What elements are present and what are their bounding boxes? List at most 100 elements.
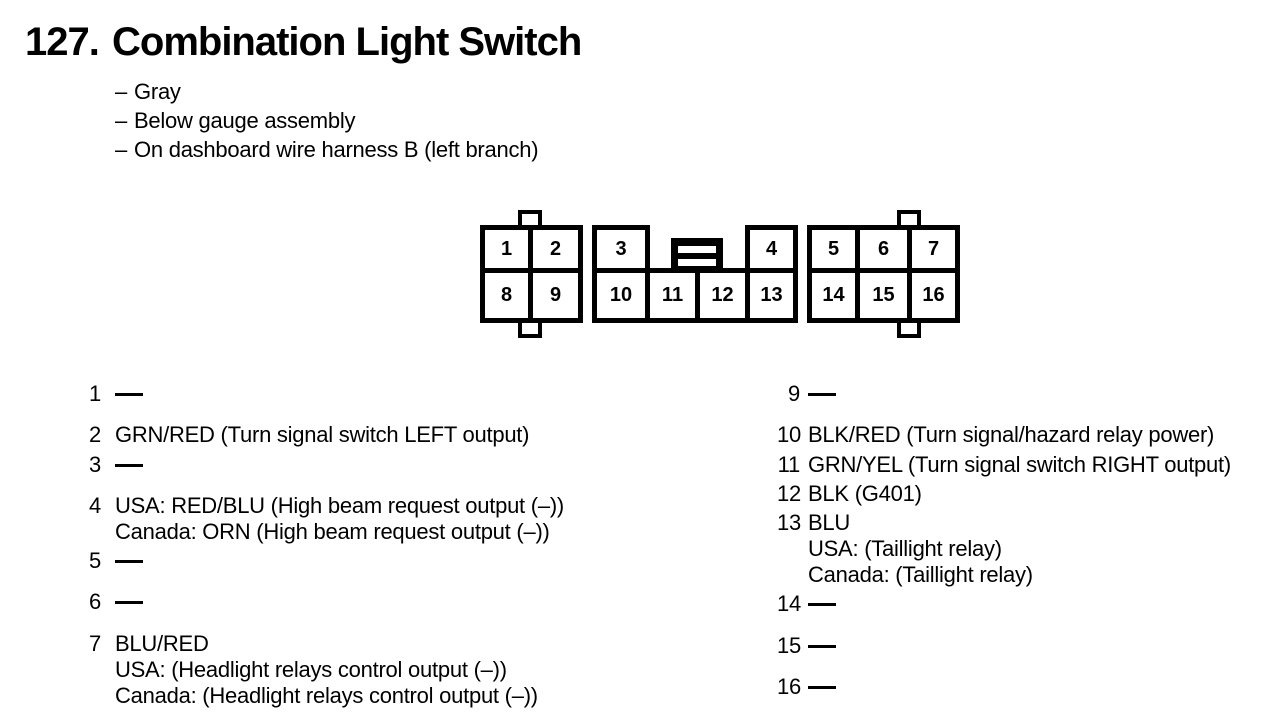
pin-number: 2 xyxy=(89,422,101,448)
no-connection-dash xyxy=(115,463,143,467)
wire-label: BLU xyxy=(808,510,851,536)
page-title: Combination Light Switch xyxy=(112,20,582,64)
latch-slot xyxy=(678,246,716,253)
connector-pin-cell-2: 2 xyxy=(528,225,583,273)
section-number: 127. xyxy=(25,20,100,64)
pin-description xyxy=(115,452,143,490)
no-connection-dash xyxy=(115,560,143,564)
no-connection-dash xyxy=(115,393,143,396)
note-line: –Below gauge assembly xyxy=(115,106,538,135)
pin-number: 1 xyxy=(89,381,101,406)
pin-number: 7 xyxy=(89,630,101,656)
note-line: –On dashboard wire harness B (left branc… xyxy=(115,135,539,164)
connector-pin-cell-15: 15 xyxy=(855,268,912,323)
wire-label: BLU/RED xyxy=(115,630,209,656)
pin-description xyxy=(808,591,836,629)
latch-slot xyxy=(678,259,716,266)
wire-label: Canada: (Headlight relays control output… xyxy=(115,682,538,708)
pin-row: 14 xyxy=(777,591,1231,629)
pin-number: 6 xyxy=(89,589,101,615)
note-text: On dashboard wire harness B (left branch… xyxy=(134,137,539,162)
pin-row: 5 xyxy=(88,548,564,586)
pin-number: 10 xyxy=(777,422,801,448)
pin-row: 1 xyxy=(88,381,564,419)
no-connection-line xyxy=(115,393,143,419)
connector-pin-cell-10: 10 xyxy=(592,268,650,323)
pin-row: 10 BLK/RED (Turn signal/hazard relay powe… xyxy=(777,422,1231,448)
pin-number: 4 xyxy=(89,492,101,518)
no-connection-line xyxy=(115,560,143,586)
no-connection-dash xyxy=(808,603,836,607)
connector-pin-cell-1: 1 xyxy=(480,225,533,273)
wire-label: Canada: ORN (High beam request output (–… xyxy=(115,518,550,544)
wire-label: USA: (Taillight relay) xyxy=(808,536,1002,562)
pin-description xyxy=(808,633,836,671)
wire-label: BLK (G401) xyxy=(808,480,922,506)
pin-row: 6 xyxy=(88,589,564,627)
note-text: Gray xyxy=(134,79,181,104)
pin-row: 16 xyxy=(777,674,1231,712)
dash-marker: – xyxy=(115,108,127,133)
connector-pin-cell-14: 14 xyxy=(807,268,860,323)
pin-description xyxy=(115,548,143,586)
wire-label: GRN/RED (Turn signal switch LEFT output) xyxy=(115,422,530,448)
connector-pin-cell-12: 12 xyxy=(695,268,750,323)
pin-number: 13 xyxy=(777,510,801,536)
pin-description: GRN/RED (Turn signal switch LEFT output) xyxy=(115,422,530,448)
dash-marker: – xyxy=(115,137,127,162)
connector-pin-cell-8: 8 xyxy=(480,268,533,323)
connector-pin-cell-5: 5 xyxy=(807,225,860,273)
pin-description xyxy=(115,589,143,627)
connector-pin-cell-6: 6 xyxy=(855,225,912,273)
connector-latch xyxy=(671,238,723,273)
pin-row: 12 BLK (G401) xyxy=(777,481,1231,507)
no-connection-line xyxy=(808,644,836,671)
connector-pin-cell-7: 7 xyxy=(907,225,960,273)
no-connection-line xyxy=(808,603,836,629)
pin-number: 15 xyxy=(777,632,801,658)
no-connection-line xyxy=(808,393,836,419)
wire-label: USA: (Headlight relays control output (–… xyxy=(115,656,507,682)
no-connection-line xyxy=(115,463,143,490)
no-connection-line xyxy=(115,601,143,627)
no-connection-dash xyxy=(808,393,836,396)
note-line: –Gray xyxy=(115,77,538,106)
pin-row: 3 xyxy=(88,452,564,490)
no-connection-dash xyxy=(115,601,143,605)
connector-diagram: 1 2 3 4 5 6 7 8 9 10 11 12 13 14 15 16 xyxy=(480,210,962,338)
pin-description xyxy=(808,674,836,712)
pin-number: 5 xyxy=(89,548,101,574)
pin-row: 15 xyxy=(777,633,1231,671)
pin-description xyxy=(808,381,836,419)
pin-list-right: 9 10 BLK/RED (Turn signal/hazard relay pow… xyxy=(777,381,1231,712)
pin-row: 2 GRN/RED (Turn signal switch LEFT output… xyxy=(88,422,564,448)
connector-notes: –Gray–Below gauge assembly–On dashboard … xyxy=(115,77,539,164)
pin-row: 11 GRN/YEL (Turn signal switch RIGHT outp… xyxy=(777,451,1232,478)
note-text: Below gauge assembly xyxy=(134,108,356,133)
wire-label: BLK/RED (Turn signal/hazard relay power) xyxy=(808,422,1215,448)
wire-label: USA: RED/BLU (High beam request output (… xyxy=(115,492,564,518)
pin-number: 11 xyxy=(777,451,801,477)
pin-row: 4 USA: RED/BLU (High beam request output … xyxy=(88,493,564,545)
pin-row: 9 xyxy=(777,381,1231,419)
pin-number: 9 xyxy=(788,381,800,406)
dash-marker: – xyxy=(115,79,127,104)
connector-pin-cell-3: 3 xyxy=(592,225,650,273)
pin-list-left: 1 2 GRN/RED (Turn signal switch LEFT outpu… xyxy=(88,381,564,712)
connector-pin-cell-13: 13 xyxy=(745,268,798,323)
pin-description: USA: RED/BLU (High beam request output (… xyxy=(115,493,564,545)
pin-number: 14 xyxy=(777,591,801,617)
connector-pin-cell-16: 16 xyxy=(907,268,960,323)
no-connection-line xyxy=(808,686,836,712)
pin-number: 12 xyxy=(777,480,801,506)
connector-pin-cell-11: 11 xyxy=(645,268,700,323)
pin-description: GRN/YEL (Turn signal switch RIGHT output… xyxy=(808,452,1231,478)
connector-pin-cell-4: 4 xyxy=(745,225,798,273)
pin-number: 3 xyxy=(89,451,101,477)
pin-description xyxy=(115,381,143,419)
